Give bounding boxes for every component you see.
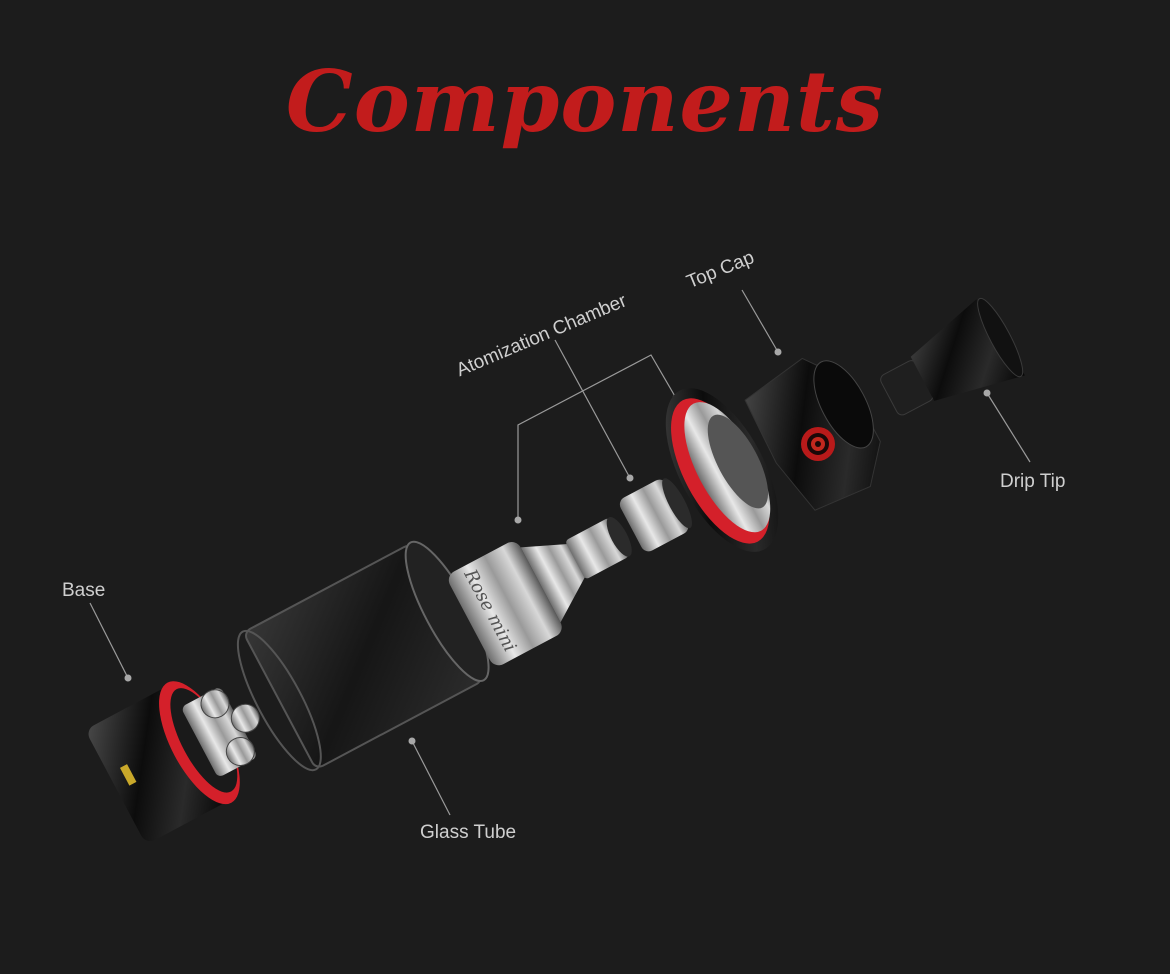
glass-tube-part xyxy=(236,540,490,772)
drip-tip-leader-dot xyxy=(983,389,991,397)
drip-tip-part xyxy=(880,297,1025,416)
base-part xyxy=(88,681,260,842)
atomization-leader-dot-2 xyxy=(626,474,634,482)
atomization-leader-line-2 xyxy=(554,339,631,479)
glass-tube-leader-dot xyxy=(408,737,416,745)
atomization-leader-dot xyxy=(514,516,522,524)
rose-emblem xyxy=(801,427,835,461)
label-drip-tip: Drip Tip xyxy=(1000,471,1066,492)
label-base: Base xyxy=(62,580,106,601)
label-glass-tube: Glass Tube xyxy=(420,822,517,843)
top-cap-leader-dot xyxy=(774,348,782,356)
page-title: Components xyxy=(285,52,885,151)
base-leader-line xyxy=(89,602,129,679)
base-leader-dot xyxy=(124,674,132,682)
atomization-leader-line xyxy=(517,354,677,520)
glass-tube-leader-line xyxy=(411,740,451,816)
drip-tip-leader-line xyxy=(986,392,1031,463)
chamber-ring-part xyxy=(619,478,692,552)
chimney-part xyxy=(448,517,632,666)
leader-lines xyxy=(89,289,1031,816)
top-cap-leader-line xyxy=(741,289,779,353)
top-disc-part xyxy=(665,388,779,552)
